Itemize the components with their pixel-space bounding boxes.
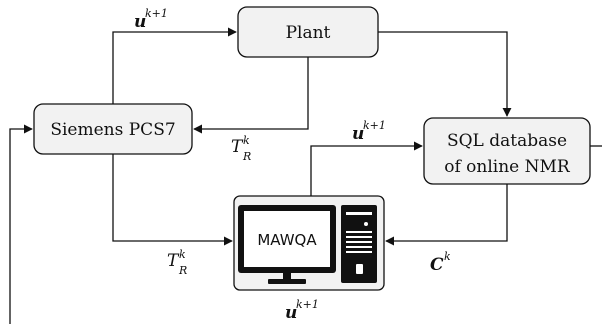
label-u-mid: u k+1 [352, 119, 386, 144]
arrow-pcs7-to-plant [112, 27, 237, 104]
svg-text:T: T [167, 251, 180, 271]
arrow-plant-to-pcs7 [193, 57, 309, 134]
svg-text:k+1: k+1 [296, 298, 319, 311]
svg-text:k: k [243, 134, 250, 147]
arrow-sql-to-computer [385, 184, 508, 246]
arrow-computer-to-sql [310, 141, 423, 196]
computer-screen-label: MAWQA [257, 231, 317, 249]
svg-text:u: u [352, 124, 364, 144]
svg-text:C: C [430, 255, 444, 275]
sql-database-block: SQL database of online NMR [423, 117, 591, 185]
label-u-top: u k+1 [134, 7, 168, 32]
monitor-icon [238, 205, 336, 284]
arrow-feedback-to-pcs7 [9, 124, 33, 324]
svg-text:u: u [134, 12, 146, 32]
plant-label: Plant [286, 23, 331, 43]
svg-text:k: k [179, 248, 186, 261]
svg-text:k+1: k+1 [145, 7, 168, 20]
pcs7-block: Siemens PCS7 [33, 103, 193, 155]
label-tr-lower: T k R [167, 248, 187, 277]
pc-tower-icon [341, 205, 377, 283]
arrow-plant-to-sql [378, 31, 512, 117]
label-c-k: C k [430, 250, 451, 275]
svg-text:k: k [444, 250, 451, 263]
sql-label-line1: SQL database [447, 131, 567, 151]
computer-block: MAWQA [233, 195, 385, 291]
connections [9, 27, 602, 324]
arrow-pcs7-to-computer [112, 154, 233, 246]
svg-text:k+1: k+1 [363, 119, 386, 132]
svg-text:u: u [285, 303, 297, 323]
label-u-bottom: u k+1 [285, 298, 319, 323]
plant-block: Plant [237, 6, 379, 58]
pcs7-label: Siemens PCS7 [50, 120, 175, 140]
svg-text:R: R [178, 264, 187, 277]
label-tr-upper: T k R [231, 134, 251, 163]
sql-label-line2: of online NMR [444, 157, 571, 177]
svg-text:T: T [231, 137, 244, 157]
svg-text:R: R [242, 150, 251, 163]
